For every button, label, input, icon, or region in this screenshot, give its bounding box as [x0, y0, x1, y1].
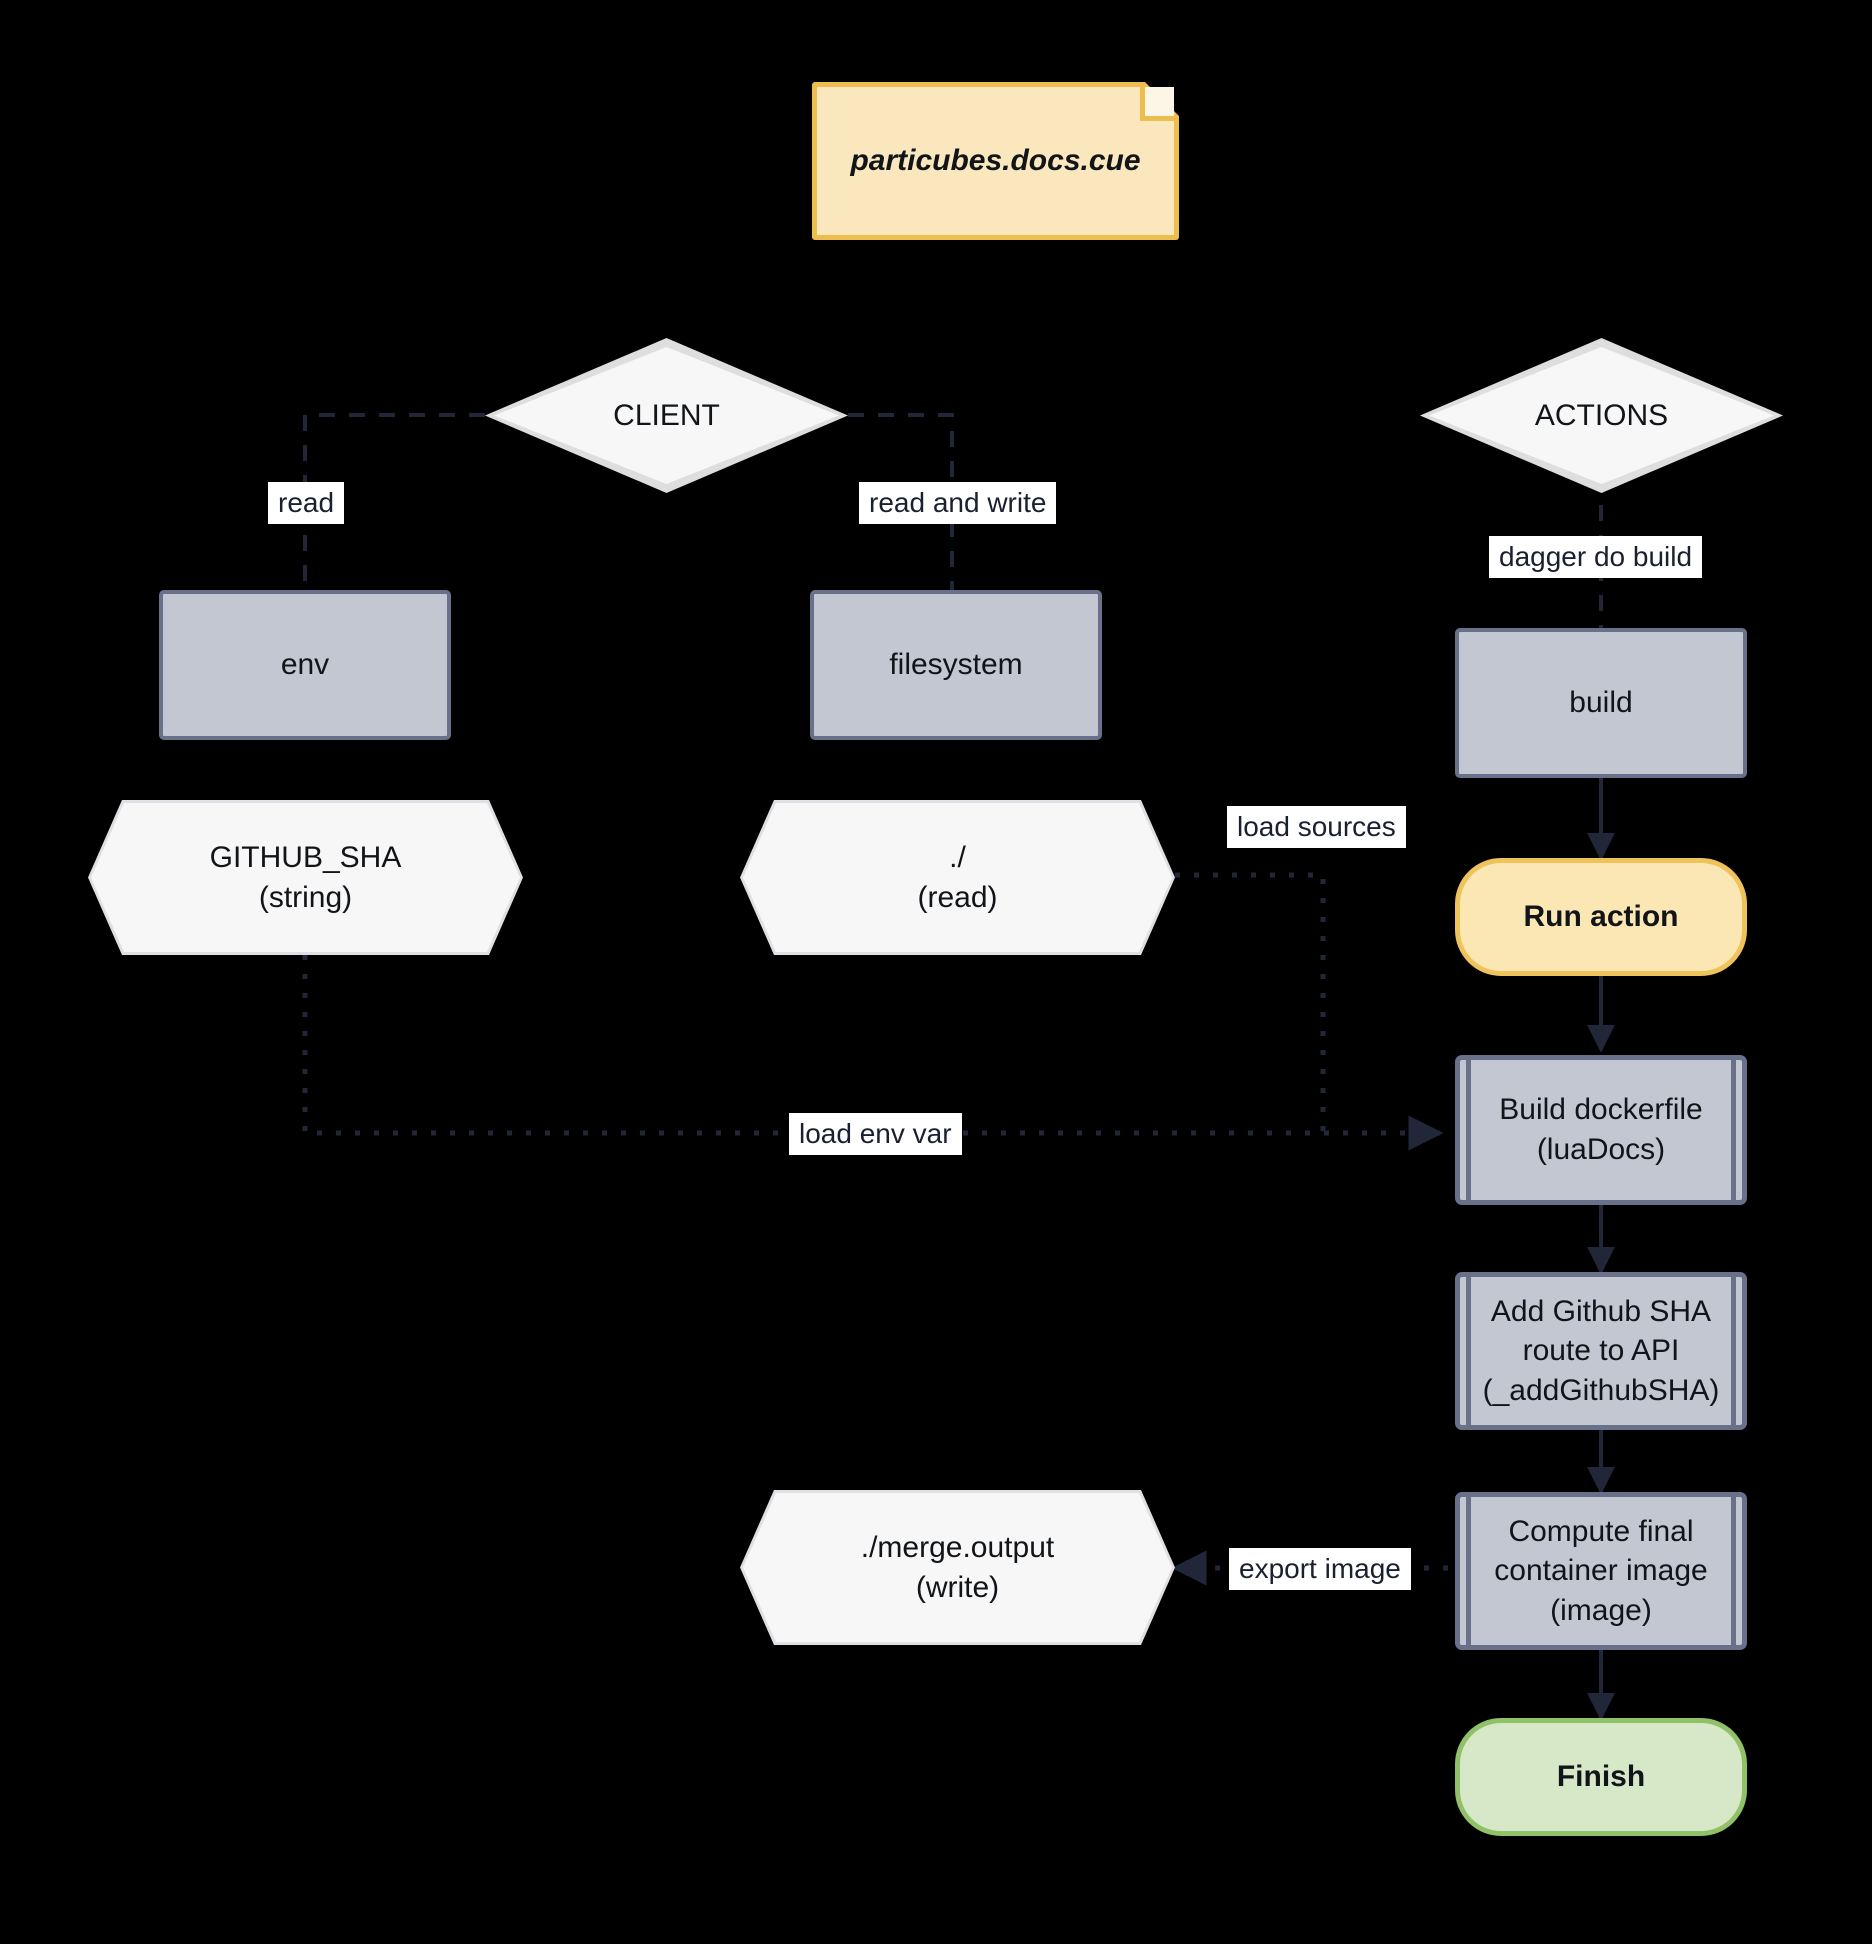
node-merge-output-text: ./merge.output (write): [861, 1528, 1054, 1607]
node-github-sha-text: GITHUB_SHA (string): [210, 838, 402, 917]
subroutine-inner: Compute final container image (image): [1466, 1497, 1736, 1645]
node-add-github-sha-line3: (_addGithubSHA): [1482, 1373, 1720, 1407]
subroutine-inner: Add Github SHA route to API (_addGithubS…: [1466, 1277, 1736, 1425]
edge-label-load-sources: load sources: [1227, 806, 1406, 848]
node-env[interactable]: env: [159, 590, 451, 740]
node-env-label: env: [280, 648, 330, 682]
edge-githubsha-builddockerfile: [302, 955, 1444, 1151]
node-finish[interactable]: Finish: [1455, 1718, 1747, 1836]
node-client[interactable]: CLIENT: [485, 338, 848, 493]
node-add-github-sha-line2: route to API: [1522, 1334, 1680, 1368]
edge-label-read: read: [268, 482, 345, 524]
edge-label-export-image: export image: [1229, 1548, 1411, 1590]
node-actions-label: ACTIONS: [1534, 398, 1669, 432]
edge-label-load-env-var: load env var: [789, 1113, 962, 1155]
node-dot-slash[interactable]: ./ (read): [740, 800, 1175, 955]
node-dot-slash-text: ./ (read): [917, 838, 997, 917]
note-label: particubes.docs.cue: [850, 144, 1141, 178]
node-add-github-sha-text: Add Github SHA route to API (_addGithubS…: [1483, 1292, 1720, 1411]
node-client-label: CLIENT: [613, 398, 720, 432]
node-merge-output-line1: ./merge.output: [860, 1530, 1055, 1564]
node-dot-slash-line1: ./: [949, 840, 966, 874]
node-github-sha-line2: (string): [258, 880, 353, 914]
edge-dotslash-builddockerfile: [1175, 872, 1326, 1133]
node-build[interactable]: build: [1455, 628, 1747, 778]
node-build-dockerfile-line1: Build dockerfile: [1499, 1093, 1703, 1127]
node-build-dockerfile[interactable]: Build dockerfile (luaDocs): [1455, 1055, 1747, 1205]
node-github-sha[interactable]: GITHUB_SHA (string): [88, 800, 523, 955]
hexagon-shape: [740, 800, 1175, 955]
note-shape: [812, 82, 1179, 240]
subroutine-inner: Build dockerfile (luaDocs): [1466, 1060, 1736, 1200]
node-compute-image-line2: container image: [1494, 1554, 1708, 1588]
hexagon-shape: [88, 800, 523, 955]
hexagon-shape: [740, 1490, 1175, 1645]
node-filesystem[interactable]: filesystem: [810, 590, 1102, 740]
node-filesystem-label: filesystem: [889, 648, 1023, 682]
node-dot-slash-line2: (read): [917, 880, 998, 914]
edge-label-dagger-do-build: dagger do build: [1489, 536, 1703, 578]
node-run-action-label: Run action: [1523, 900, 1679, 934]
note-particubes-docs-cue: particubes.docs.cue: [812, 82, 1179, 240]
node-build-dockerfile-text: Build dockerfile (luaDocs): [1499, 1090, 1702, 1169]
node-run-action[interactable]: Run action: [1455, 858, 1747, 976]
node-finish-label: Finish: [1556, 1760, 1646, 1794]
node-actions[interactable]: ACTIONS: [1420, 338, 1783, 493]
edge-label-read-and-write: read and write: [859, 482, 1057, 524]
note-fold-corner: [1140, 87, 1174, 121]
node-compute-image-line3: (image): [1550, 1593, 1652, 1627]
node-github-sha-line1: GITHUB_SHA: [209, 840, 402, 874]
node-build-dockerfile-line2: (luaDocs): [1536, 1133, 1666, 1166]
node-add-github-sha-line1: Add Github SHA: [1490, 1294, 1712, 1328]
node-compute-image-line1: Compute final: [1508, 1514, 1694, 1548]
node-add-github-sha[interactable]: Add Github SHA route to API (_addGithubS…: [1455, 1272, 1747, 1430]
node-merge-output[interactable]: ./merge.output (write): [740, 1490, 1175, 1645]
node-compute-image-text: Compute final container image (image): [1494, 1512, 1707, 1631]
node-merge-output-line2: (write): [915, 1570, 1000, 1604]
node-build-label: build: [1569, 686, 1633, 720]
node-compute-image[interactable]: Compute final container image (image): [1455, 1492, 1747, 1650]
